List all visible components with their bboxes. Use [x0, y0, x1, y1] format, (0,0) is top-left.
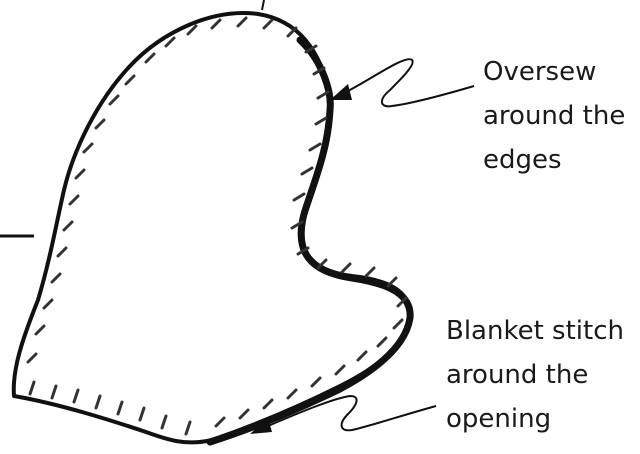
oversew-label: Oversew around the edges [483, 50, 625, 182]
top-tick-mark [262, 0, 264, 10]
blanket-label-line3: opening [446, 397, 624, 441]
oversew-label-line2: around the [483, 94, 625, 138]
mitten-outline [14, 13, 410, 442]
oversew-label-line1: Oversew [483, 50, 625, 94]
blanket-label-line2: around the [446, 353, 624, 397]
oversew-arrow-line [346, 59, 474, 106]
blanket-stitch-label: Blanket stitch around the opening [446, 309, 624, 441]
oversew-arrowhead [330, 84, 352, 100]
blanket-label-line1: Blanket stitch [446, 309, 624, 353]
oversew-label-line3: edges [483, 138, 625, 182]
